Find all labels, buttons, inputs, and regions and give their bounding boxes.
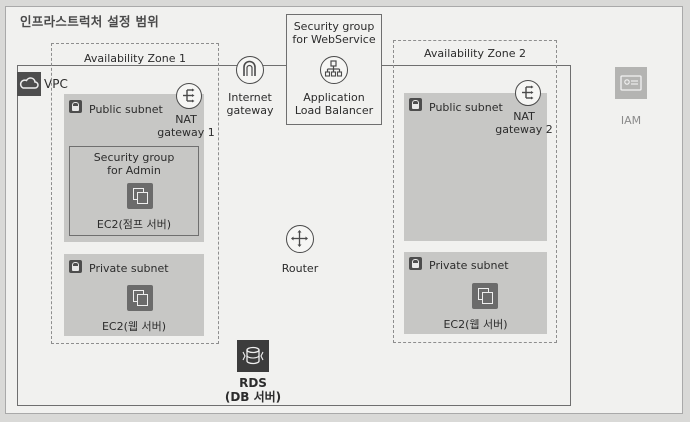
load-balancer-icon xyxy=(320,56,348,84)
availability-zone-2 xyxy=(393,40,557,343)
ec2-instance-icon xyxy=(472,283,498,309)
lock-icon xyxy=(69,260,82,273)
lock-icon xyxy=(409,98,422,111)
iam-label: IAM xyxy=(620,114,642,127)
az2-label: Availability Zone 2 xyxy=(424,47,526,60)
router-label: Router xyxy=(281,262,319,275)
rds-database-icon xyxy=(237,340,269,372)
az2-private-subnet-label: Private subnet xyxy=(429,259,509,272)
vpc-label: VPC xyxy=(44,77,68,91)
lock-icon xyxy=(69,100,82,113)
internet-gateway-icon xyxy=(236,56,264,84)
ec2-jump-server-label: EC2(점프 서버) xyxy=(96,218,172,231)
az2-public-subnet-label: Public subnet xyxy=(429,101,503,114)
router-icon xyxy=(286,225,314,253)
ec2-instance-icon xyxy=(127,285,153,311)
diagram-title: 인프라스트럭처 설정 범위 xyxy=(20,14,160,29)
az1-label: Availability Zone 1 xyxy=(84,52,186,65)
az1-public-subnet-label: Public subnet xyxy=(89,103,163,116)
security-group-admin xyxy=(69,146,199,236)
iam-icon xyxy=(615,67,647,99)
nat-gateway-icon xyxy=(176,83,202,109)
az1-ec2-web-label: EC2(웹 서버) xyxy=(101,320,167,333)
az2-ec2-web-label: EC2(웹 서버) xyxy=(443,318,508,331)
az2-public-subnet xyxy=(404,93,547,241)
az1-public-subnet xyxy=(64,94,204,242)
az1-private-subnet-label: Private subnet xyxy=(89,262,169,275)
lock-icon xyxy=(409,257,422,270)
vpc-cloud-icon xyxy=(17,72,41,96)
rds-label: RDS(DB 서버) xyxy=(224,376,282,404)
availability-zone-1 xyxy=(51,43,219,344)
ec2-instance-icon xyxy=(127,183,153,209)
nat-gateway-icon xyxy=(515,80,541,106)
